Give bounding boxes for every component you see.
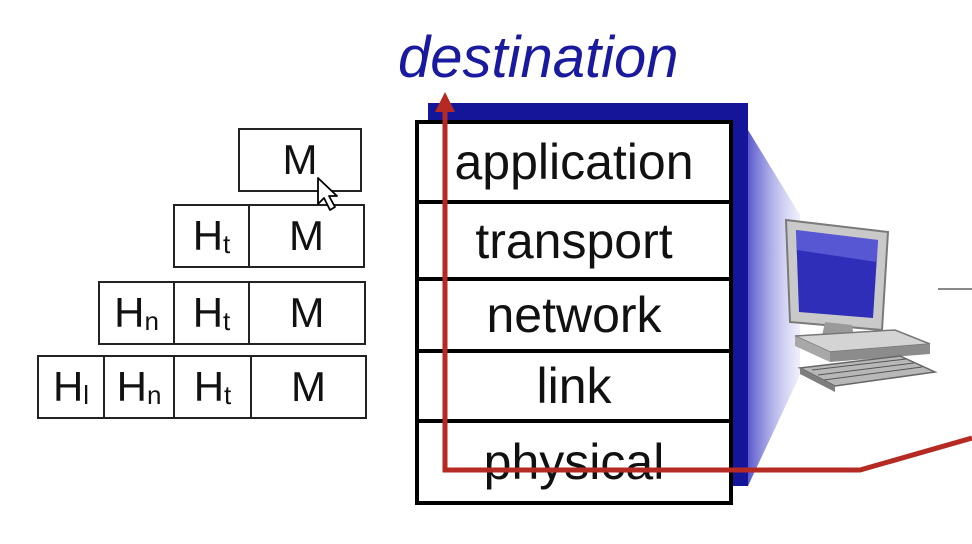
message-cell: M	[238, 128, 362, 192]
transport-header-base: H	[193, 363, 225, 410]
transport-header-base: H	[192, 212, 224, 259]
layer-network: network	[419, 281, 729, 353]
layer-link: link	[419, 353, 729, 423]
application-message: M	[238, 128, 362, 192]
layer-application: application	[419, 124, 729, 204]
desktop-computer-icon	[784, 218, 938, 392]
transport-header-sub: t	[223, 228, 231, 259]
message-label: M	[289, 289, 325, 336]
link-header-base: H	[52, 363, 84, 410]
layer-physical: physical	[483, 434, 665, 490]
transport-header-sub: t	[224, 379, 232, 410]
message-label: M	[289, 212, 324, 259]
destination-title: destination	[398, 25, 679, 90]
message-cell: M	[248, 281, 366, 345]
network-header-sub: n	[144, 305, 159, 336]
layer-transport: transport	[419, 204, 729, 281]
network-header-sub: n	[146, 379, 162, 410]
message-cell: M	[250, 355, 367, 419]
transport-header-base: H	[192, 289, 224, 336]
network-header-base: H	[114, 289, 145, 336]
network-header-base: H	[116, 363, 147, 410]
message-label: M	[282, 136, 318, 183]
message-cell: M	[248, 204, 365, 268]
protocol-stack: application transport network link physi…	[415, 120, 733, 505]
message-label: M	[291, 363, 326, 410]
link-header-sub: l	[83, 379, 90, 410]
transport-header-sub: t	[223, 305, 231, 336]
